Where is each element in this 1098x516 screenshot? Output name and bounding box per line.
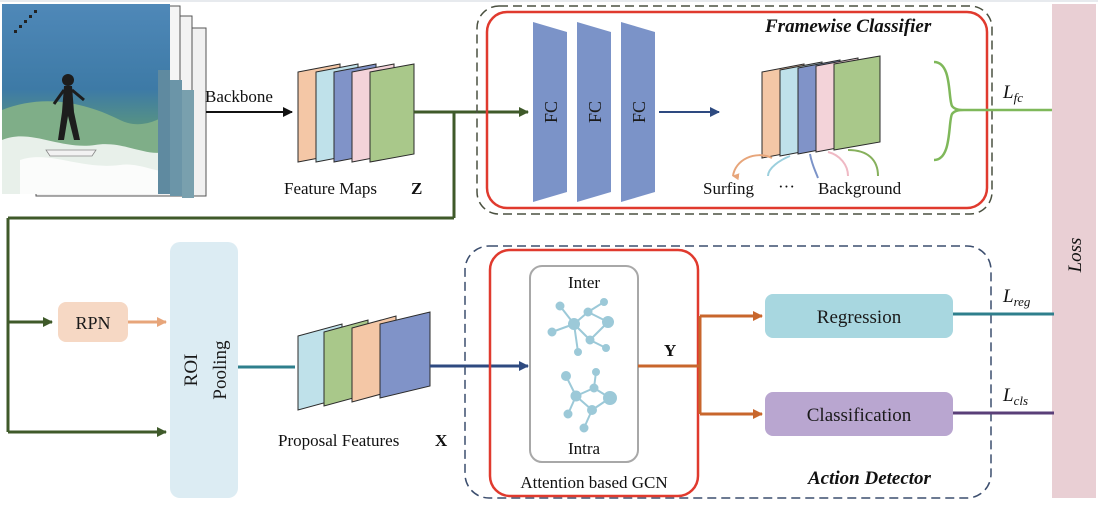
action-detector-title: Action Detector xyxy=(807,468,932,489)
fc-layer-3-label: FC xyxy=(629,101,649,123)
feature-maps-symbol: Z xyxy=(411,179,422,198)
rpn-label: RPN xyxy=(75,313,110,333)
classification-box xyxy=(765,392,953,436)
framewise-classifier-outer-box xyxy=(476,5,993,215)
fc-layer-1-label: FC xyxy=(541,101,561,123)
background-class-label: Background xyxy=(818,179,902,198)
proposal-features-symbol: X xyxy=(435,431,448,450)
regression-label: Regression xyxy=(817,307,902,328)
ellipsis-label: ··· xyxy=(778,177,795,196)
l-cls-label: Lcls xyxy=(1002,385,1028,408)
class-score-maps xyxy=(761,55,881,159)
pooling-label: Pooling xyxy=(210,340,231,400)
rpn-box xyxy=(58,302,128,342)
feature-maps-label: Feature Maps xyxy=(284,179,377,198)
class-pointer-arrows xyxy=(732,149,879,181)
loss-label: Loss xyxy=(1065,238,1086,274)
regression-box xyxy=(765,294,953,338)
z-connector-lines xyxy=(6,110,456,432)
fc-layers xyxy=(533,22,655,202)
graph-network-icon xyxy=(547,298,614,356)
roi-pooling-box xyxy=(170,242,238,498)
surfer-video-frames-image xyxy=(2,4,207,198)
gcn-module-box xyxy=(529,265,639,463)
framewise-classifier-title: Framewise Classifier xyxy=(764,16,932,37)
backbone-label: Backbone xyxy=(205,87,273,106)
roi-label: ROI xyxy=(181,354,202,387)
loss-bar xyxy=(1052,4,1096,498)
proposal-features-label: Proposal Features xyxy=(278,431,399,450)
classification-label: Classification xyxy=(807,405,912,426)
y-branch-lines xyxy=(638,316,702,414)
fc-layer-2-label: FC xyxy=(585,101,605,123)
gcn-red-box xyxy=(488,248,700,498)
attention-gcn-label: Attention based GCN xyxy=(520,473,667,492)
intra-label: Intra xyxy=(568,439,601,458)
surfing-class-label: Surfing xyxy=(703,179,755,198)
graph-network-icon xyxy=(561,368,617,433)
action-detector-outer-box xyxy=(464,245,992,499)
proposal-features-x xyxy=(297,311,431,411)
l-fc-label: Lfc xyxy=(1002,82,1023,105)
inter-label: Inter xyxy=(568,273,600,292)
l-reg-label: Lreg xyxy=(1002,286,1031,309)
feature-maps-z xyxy=(297,63,415,163)
fc-brace xyxy=(933,60,965,162)
y-symbol: Y xyxy=(664,341,676,360)
